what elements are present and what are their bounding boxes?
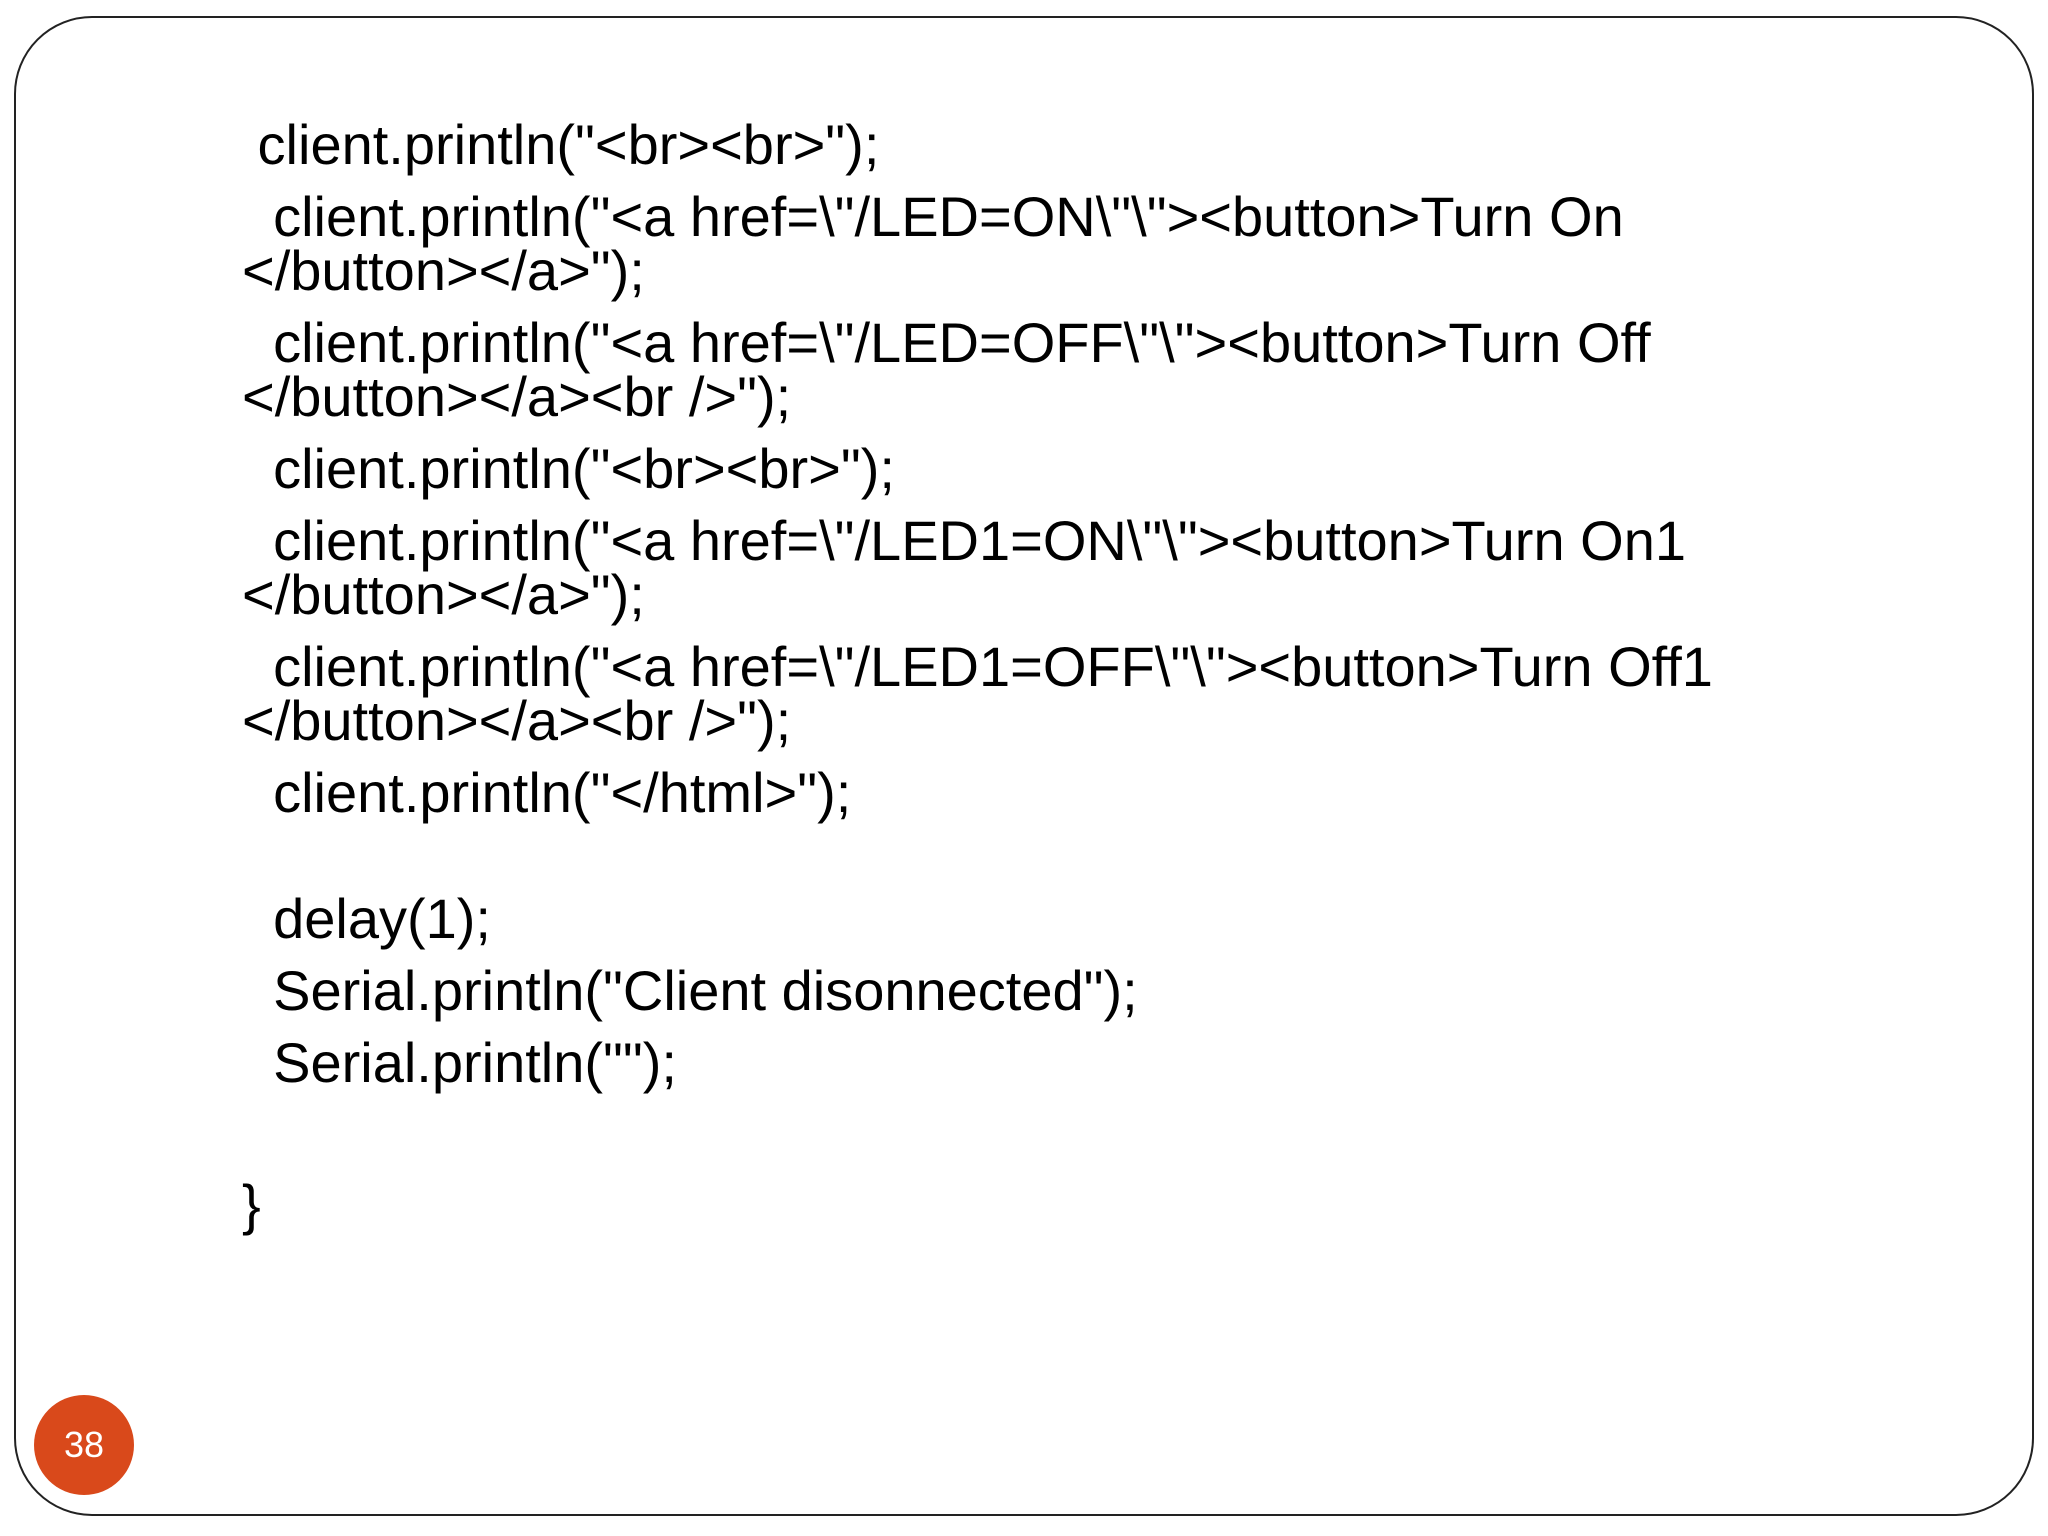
code-line: client.println("<a href=\"/LED=OFF\"\"><… xyxy=(242,311,1651,374)
code-line: </button></a><br />"); xyxy=(242,689,792,752)
code-line: </button></a>"); xyxy=(242,239,645,302)
slide-frame: client.println("<br><br>"); client.print… xyxy=(14,16,2034,1516)
code-line: client.println("<br><br>"); xyxy=(242,437,895,500)
code-line: </button></a>"); xyxy=(242,563,645,626)
code-line: </button></a><br />"); xyxy=(242,365,792,428)
code-line: delay(1); xyxy=(242,887,491,950)
page-number: 38 xyxy=(63,1424,105,1465)
page-number-badge: 38 xyxy=(34,1395,134,1495)
code-line: Serial.println("Client disonnected"); xyxy=(242,959,1138,1022)
code-line: Serial.println(""); xyxy=(242,1031,677,1094)
code-line: client.println("<br><br>"); xyxy=(242,113,880,176)
code-line: client.println("</html>"); xyxy=(242,761,852,824)
code-line: client.println("<a href=\"/LED1=ON\"\"><… xyxy=(242,509,1686,572)
code-line: client.println("<a href=\"/LED=ON\"\"><b… xyxy=(242,185,1624,248)
code-line: client.println("<a href=\"/LED1=OFF\"\">… xyxy=(242,635,1713,698)
code-block: client.println("<br><br>"); client.print… xyxy=(242,113,1842,1236)
code-line: } xyxy=(242,1173,261,1236)
